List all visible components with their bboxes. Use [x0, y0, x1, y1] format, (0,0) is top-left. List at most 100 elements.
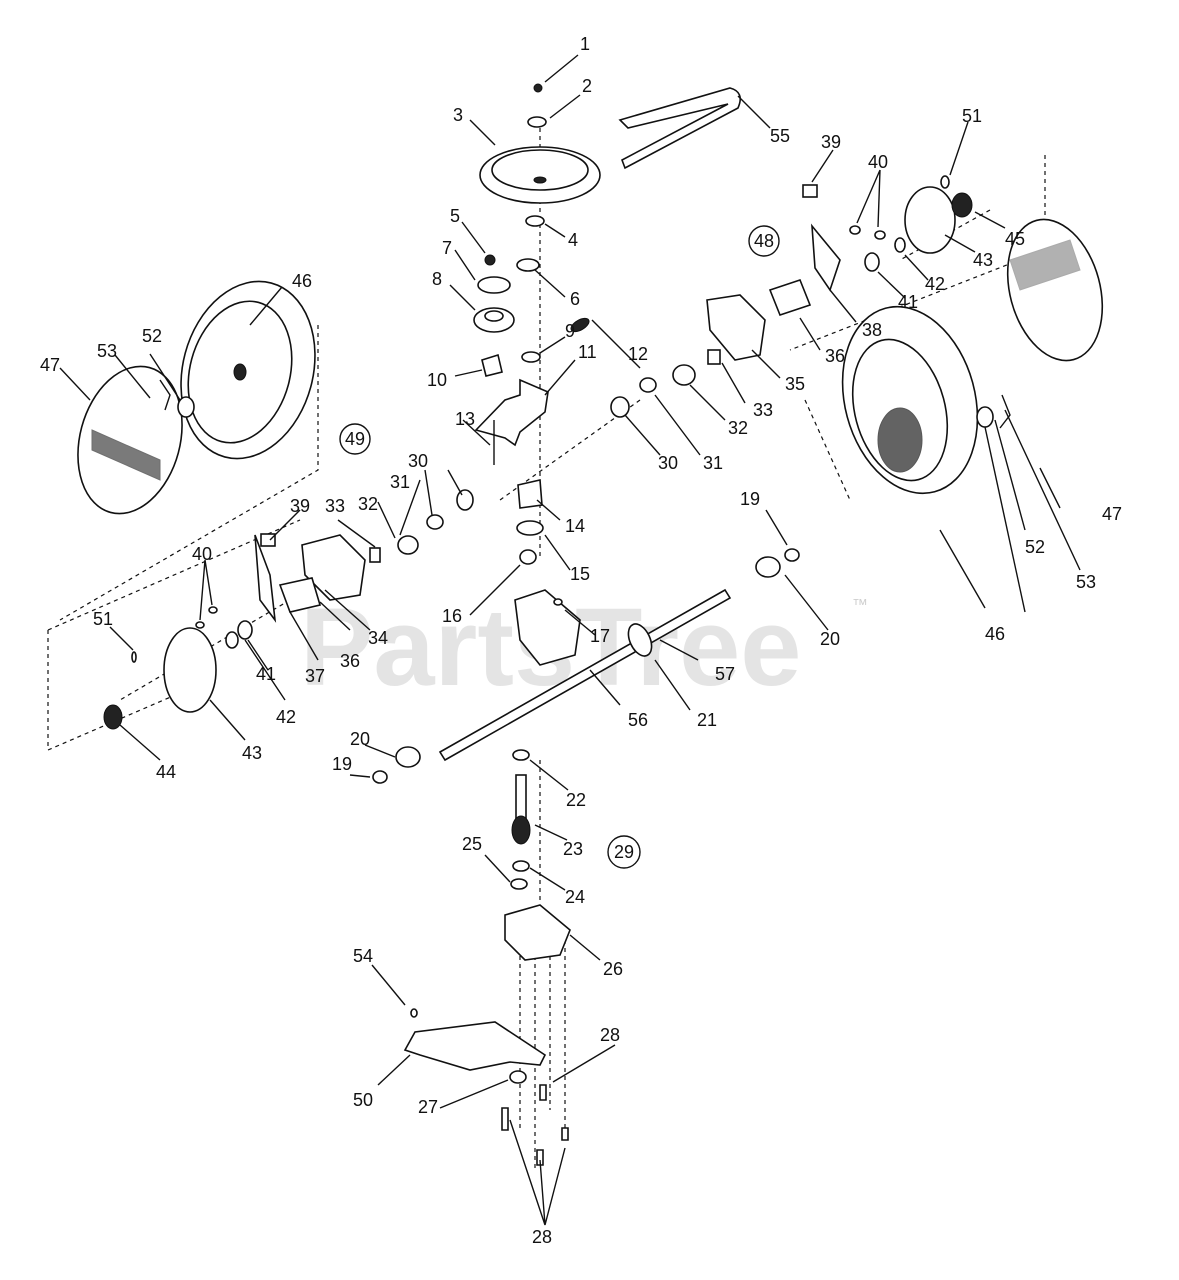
trademark: ™: [852, 597, 868, 614]
callout-label: 8: [432, 269, 442, 289]
callout-label: 15: [570, 564, 590, 584]
washer: [894, 237, 906, 253]
callout-label: 9: [565, 321, 575, 341]
bushing: [481, 353, 503, 377]
callout-label: 31: [390, 472, 410, 492]
washer: [527, 116, 547, 128]
washer: [477, 276, 511, 294]
callout-label: 40: [868, 152, 888, 172]
bearing: [473, 307, 515, 333]
callout-label: 12: [628, 344, 648, 364]
washer: [177, 396, 195, 418]
hub-cap-left: [77, 365, 183, 515]
bushing: [395, 746, 421, 768]
callout-label: 19: [740, 489, 760, 509]
lever: [254, 534, 277, 623]
callout-label: 25: [462, 834, 482, 854]
callout-label: 38: [862, 320, 882, 340]
callout-label: 53: [97, 341, 117, 361]
callout-label: 47: [40, 355, 60, 375]
nut: [533, 83, 543, 93]
wheel-left: [180, 280, 316, 460]
callout-label: 11: [578, 342, 597, 362]
callout-label: 40: [192, 544, 212, 564]
callout-label: 27: [418, 1097, 438, 1117]
callout-label: 22: [566, 790, 586, 810]
gear-case-left: [301, 534, 366, 601]
nut: [509, 1070, 527, 1084]
washer: [525, 215, 545, 227]
gear: [397, 535, 419, 555]
callout-label: 30: [658, 453, 678, 473]
washer: [864, 252, 880, 272]
callout-label: 19: [332, 754, 352, 774]
bushing: [755, 556, 781, 578]
ref-circle-48: 48: [754, 231, 774, 251]
callout-label: 13: [455, 409, 475, 429]
washer: [516, 258, 540, 272]
washer: [784, 548, 800, 562]
bracket: [474, 378, 549, 447]
callout-label: 46: [292, 271, 312, 291]
callout-label: 41: [898, 292, 918, 312]
gear-housing-lower: [504, 904, 571, 961]
key: [707, 349, 721, 365]
callout-label: 52: [142, 326, 162, 346]
bolt: [195, 621, 205, 629]
callout-label: 34: [368, 628, 388, 648]
height-adjuster: [278, 577, 322, 613]
callout-label: 20: [350, 729, 370, 749]
washer: [521, 351, 541, 363]
clip: [940, 175, 950, 189]
callout-label: 54: [353, 946, 373, 966]
key: [369, 547, 381, 563]
callout-label: 36: [825, 346, 845, 366]
callout-labels: 1 2 3 4 5 6 7 8 9 10 11 12 13 14 15 16 1…: [40, 34, 1122, 1247]
callout-label: 33: [753, 400, 773, 420]
callout-label: 42: [925, 274, 945, 294]
callout-label: 7: [442, 238, 452, 258]
circled-references: [339, 225, 780, 869]
callout-label: 16: [442, 606, 462, 626]
callout-label: 35: [785, 374, 805, 394]
cap: [260, 533, 276, 547]
callout-label: 41: [256, 664, 276, 684]
hub-cap: [163, 627, 217, 713]
bolt: [501, 1107, 509, 1131]
washer: [510, 878, 528, 890]
washer: [225, 631, 239, 649]
callout-label: 14: [565, 516, 585, 536]
pulley: [479, 146, 601, 204]
screw: [410, 1008, 418, 1018]
callout-label: 57: [715, 664, 735, 684]
callout-label: 46: [985, 624, 1005, 644]
axle: [438, 588, 732, 762]
callout-label: 33: [325, 496, 345, 516]
callout-label: 43: [973, 250, 993, 270]
lever: [811, 223, 841, 292]
spring: [570, 317, 590, 333]
callout-label: 3: [453, 105, 463, 125]
bearing: [519, 549, 537, 565]
callout-label: 53: [1076, 572, 1096, 592]
gear-case-right: [706, 294, 766, 361]
callout-label: 51: [93, 609, 113, 629]
callout-label: 31: [703, 453, 723, 473]
callout-label: 56: [628, 710, 648, 730]
callout-label: 5: [450, 206, 460, 226]
pinion: [426, 514, 444, 530]
gear: [672, 364, 696, 386]
callout-label: 36: [340, 651, 360, 671]
bolt: [208, 606, 218, 614]
bolt: [539, 1084, 547, 1101]
bolt: [849, 225, 861, 235]
ref-circle-29: 29: [614, 842, 634, 862]
callout-label: 17: [590, 626, 610, 646]
screw: [553, 598, 563, 606]
callout-label: 4: [568, 230, 578, 250]
height-adjuster: [768, 279, 812, 316]
washer: [976, 406, 994, 428]
bolt: [874, 230, 886, 240]
